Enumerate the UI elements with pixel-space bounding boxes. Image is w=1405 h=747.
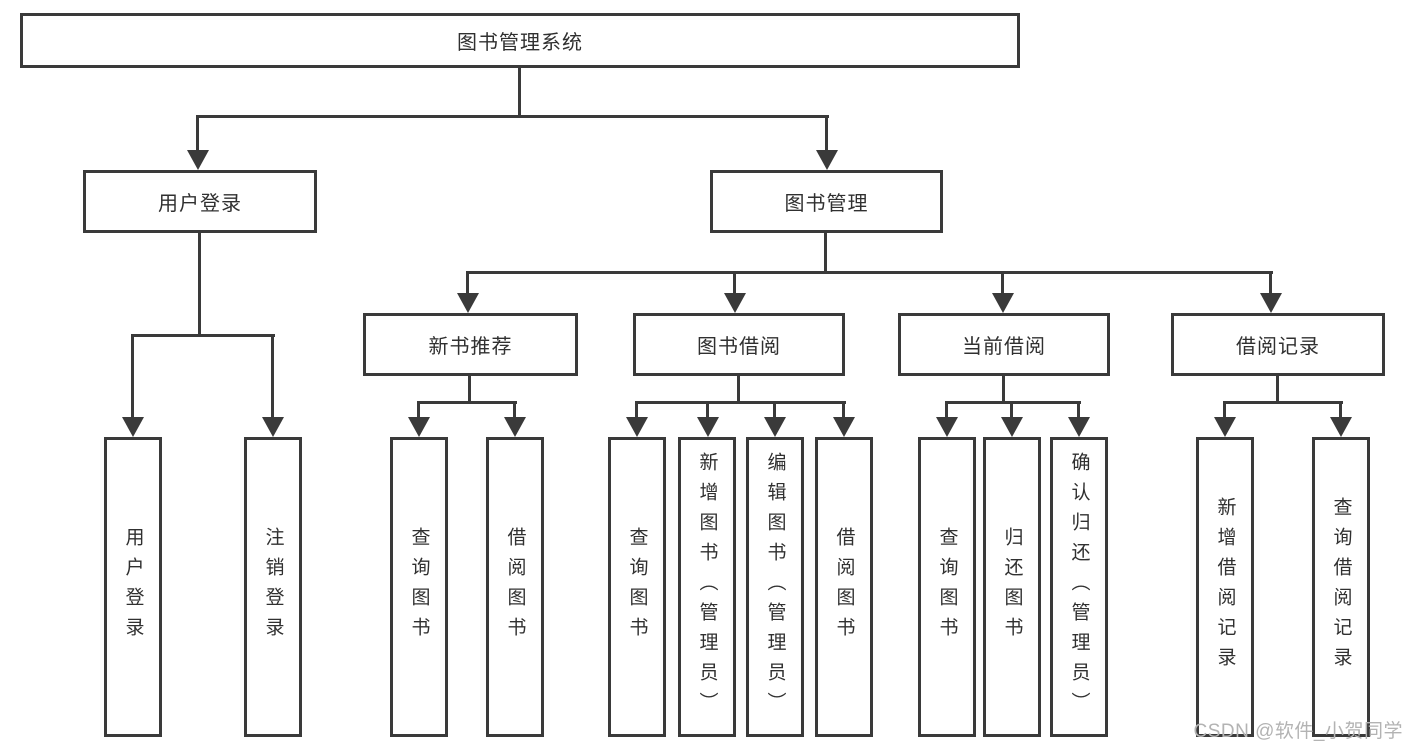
connector-C2-stem <box>1010 403 1013 421</box>
leaf-borrow-add: 新增图书（管理员） <box>678 437 736 737</box>
node-newbooks-label: 新书推荐 <box>428 336 513 358</box>
connector-groupA-stem <box>468 376 471 404</box>
node-borrow: 图书借阅 <box>633 313 845 376</box>
connector-groupB-rail <box>635 401 846 404</box>
leaf-current-return: 归还图书 <box>983 437 1041 737</box>
connector-login-branch-stem <box>198 233 201 336</box>
leaf-logout-label: 注销登录 <box>262 527 284 647</box>
leaf-user-login-label: 用户登录 <box>122 527 144 647</box>
leaf-newbooks-borrow-label: 借阅图书 <box>504 527 526 647</box>
arrowhead-borrow <box>724 293 746 313</box>
connector-level3-rail <box>466 271 1273 274</box>
arrowhead-book-mgmt <box>816 150 838 170</box>
node-root-label: 图书管理系统 <box>457 32 583 54</box>
arrowhead-C3 <box>1068 417 1090 437</box>
connector-current-stem <box>1001 273 1004 297</box>
connector-mgmt-stem <box>824 233 827 274</box>
node-records-label: 借阅记录 <box>1236 336 1320 358</box>
leaf-borrow-borrow-label: 借阅图书 <box>833 527 855 647</box>
leaf-records-query-label: 查询借阅记录 <box>1330 497 1352 677</box>
leaf-borrow-edit: 编辑图书（管理员） <box>746 437 804 737</box>
connector-leaf-login-stem <box>131 336 134 421</box>
arrowhead-user-login <box>187 150 209 170</box>
connector-records-stem <box>1269 273 1272 297</box>
leaf-records-add-label: 新增借阅记录 <box>1214 497 1236 677</box>
leaf-user-login: 用户登录 <box>104 437 162 737</box>
leaf-current-confirm-label: 确认归还（管理员） <box>1068 452 1090 722</box>
node-book-mgmt-label: 图书管理 <box>784 193 869 215</box>
connector-login-rail <box>131 334 275 337</box>
arrowhead-newbooks <box>457 293 479 313</box>
connector-borrow-stem <box>733 273 736 297</box>
connector-book-mgmt-stem <box>825 117 828 155</box>
connector-groupB-stem <box>737 376 740 404</box>
leaf-borrow-borrow: 借阅图书 <box>815 437 873 737</box>
node-root: 图书管理系统 <box>20 13 1020 68</box>
connector-D2-stem <box>1339 403 1342 421</box>
node-newbooks: 新书推荐 <box>363 313 578 376</box>
leaf-borrow-add-label: 新增图书（管理员） <box>696 452 718 722</box>
leaf-records-add: 新增借阅记录 <box>1196 437 1254 737</box>
connector-A1-stem <box>417 403 420 421</box>
node-user-login: 用户登录 <box>83 170 317 233</box>
connector-user-login-stem <box>196 117 199 155</box>
arrowhead-B3 <box>764 417 786 437</box>
connector-groupC-stem <box>1002 376 1005 404</box>
node-current: 当前借阅 <box>898 313 1110 376</box>
connector-groupA-rail <box>417 401 517 404</box>
arrowhead-C1 <box>936 417 958 437</box>
leaf-borrow-query: 查询图书 <box>608 437 666 737</box>
node-user-login-label: 用户登录 <box>158 193 242 215</box>
connector-root-stem <box>518 68 521 117</box>
connector-groupC-rail <box>945 401 1081 404</box>
arrowhead-D2 <box>1330 417 1352 437</box>
node-book-mgmt: 图书管理 <box>710 170 943 233</box>
connector-leaf-logout-stem <box>271 336 274 421</box>
arrowhead-leaf-login <box>122 417 144 437</box>
arrowhead-C2 <box>1001 417 1023 437</box>
leaf-borrow-query-label: 查询图书 <box>626 527 648 647</box>
connector-C3-stem <box>1077 403 1080 421</box>
node-records: 借阅记录 <box>1171 313 1385 376</box>
csdn-watermark: CSDN @软件_小贺同学 <box>1193 721 1403 742</box>
node-borrow-label: 图书借阅 <box>697 336 781 358</box>
leaf-borrow-edit-label: 编辑图书（管理员） <box>764 452 786 722</box>
leaf-records-query: 查询借阅记录 <box>1312 437 1370 737</box>
arrowhead-leaf-logout <box>262 417 284 437</box>
arrowhead-B2 <box>697 417 719 437</box>
arrowhead-current <box>992 293 1014 313</box>
connector-D1-stem <box>1223 403 1226 421</box>
leaf-current-query-label: 查询图书 <box>936 527 958 647</box>
connector-C1-stem <box>945 403 948 421</box>
arrowhead-A1 <box>408 417 430 437</box>
connector-B1-stem <box>635 403 638 421</box>
arrowhead-B1 <box>626 417 648 437</box>
arrowhead-records <box>1260 293 1282 313</box>
connector-groupD-stem <box>1276 376 1279 404</box>
connector-groupD-rail <box>1223 401 1343 404</box>
connector-A2-stem <box>513 403 516 421</box>
node-current-label: 当前借阅 <box>962 336 1046 358</box>
leaf-current-confirm: 确认归还（管理员） <box>1050 437 1108 737</box>
connector-B4-stem <box>842 403 845 421</box>
leaf-logout: 注销登录 <box>244 437 302 737</box>
leaf-current-return-label: 归还图书 <box>1001 527 1023 647</box>
connector-level2-rail <box>196 115 829 118</box>
leaf-newbooks-query: 查询图书 <box>390 437 448 737</box>
connector-B3-stem <box>773 403 776 421</box>
connector-newbooks-stem <box>466 273 469 297</box>
arrowhead-A2 <box>504 417 526 437</box>
leaf-newbooks-borrow: 借阅图书 <box>486 437 544 737</box>
leaf-newbooks-query-label: 查询图书 <box>408 527 430 647</box>
connector-B2-stem <box>706 403 709 421</box>
leaf-current-query: 查询图书 <box>918 437 976 737</box>
arrowhead-B4 <box>833 417 855 437</box>
arrowhead-D1 <box>1214 417 1236 437</box>
